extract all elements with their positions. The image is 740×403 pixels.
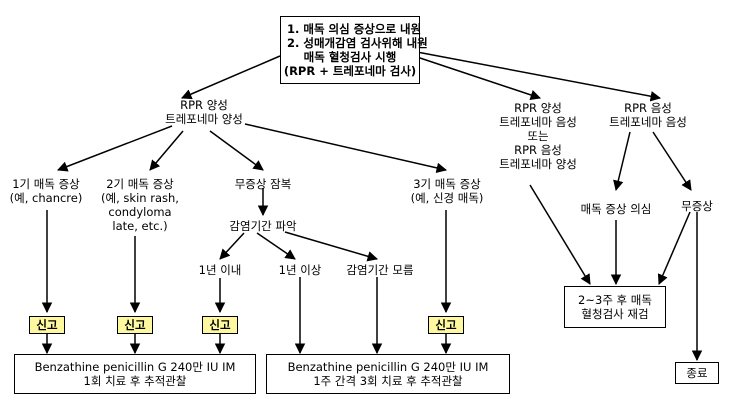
- infection-period-check: 감염기간 파악: [229, 219, 297, 233]
- initial-line-4: (RPR + 트레포네마 검사): [283, 64, 417, 78]
- end-box: 종료: [675, 362, 719, 384]
- initial-line-2: 2. 성매개감염 검사위해 내원: [287, 36, 428, 50]
- suspected-symptoms: 매독 증상 의심: [580, 202, 652, 216]
- report-badge: 신고: [117, 316, 153, 334]
- report-badge: 신고: [29, 316, 65, 334]
- over-one-year: 1년 이상: [278, 263, 322, 277]
- asymptomatic: 무증상: [681, 199, 713, 213]
- initial-test-box: 1. 매독 의심 증상으로 내원 2. 성매개감염 검사위해 내원 매독 혈청검…: [280, 16, 428, 84]
- unknown-infection-period: 감염기간 모름: [346, 263, 414, 277]
- within-one-year: 1년 이내: [198, 263, 242, 277]
- tertiary-syphilis: 3기 매독 증상(예, 신경 매독): [410, 177, 484, 205]
- report-badge: 신고: [202, 316, 238, 334]
- initial-line-3: 매독 혈청검사 시행: [303, 50, 397, 64]
- report-badge: 신고: [428, 316, 464, 334]
- initial-line-1: 1. 매독 의심 증상으로 내원: [287, 22, 422, 36]
- primary-syphilis: 1기 매독 증상(예, chancre): [9, 177, 83, 205]
- latent-asymptomatic: 무증상 잠복: [234, 177, 292, 191]
